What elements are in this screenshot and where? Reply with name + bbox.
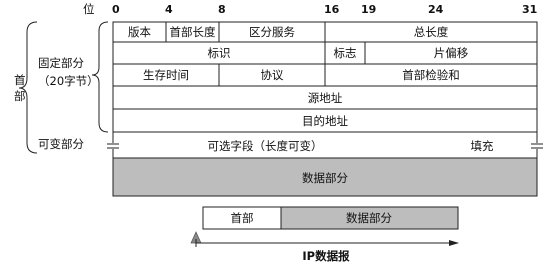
field-identification-label: 标识 (208, 46, 231, 60)
field-destination-address-label: 目的地址 (302, 114, 348, 128)
header-brace (18, 21, 38, 154)
field-flags-label: 标志 (334, 46, 357, 60)
field-options-label: 可选字段（长度可变） (208, 139, 323, 153)
field-protocol-label: 协议 (261, 68, 284, 82)
data-part (112, 157, 538, 197)
datagram-data-box (280, 206, 459, 230)
fixed-part-label: 固定部分 (38, 56, 84, 70)
field-differentiated-services-label: 区分服务 (249, 25, 295, 39)
field-ttl-label: 生存时间 (143, 68, 189, 82)
bit-tick-24: 24 (428, 3, 444, 16)
bit-tick-0: 0 (112, 3, 120, 16)
bit-tick-4: 4 (165, 3, 173, 16)
field-total-length-label: 总长度 (414, 25, 449, 39)
bit-tick-19: 19 (361, 3, 376, 16)
field-source-address-label: 源地址 (308, 91, 343, 105)
header-label-char-1: 首 (14, 73, 26, 87)
bit-tick-16: 16 (324, 3, 340, 16)
field-fragment-offset-label: 片偏移 (434, 46, 469, 60)
bit-scale-label: 位 (83, 2, 95, 16)
field-version-label: 版本 (128, 25, 151, 39)
header-label-char-2: 部 (14, 89, 26, 103)
datagram-header-label: 首部 (231, 211, 254, 225)
datagram-data-label: 数据部分 (346, 211, 392, 225)
data-part-label: 数据部分 (302, 171, 348, 185)
fixed-part-size: （20字节） (38, 74, 99, 88)
fixed-part-brace (91, 21, 109, 133)
bit-tick-31: 31 (522, 3, 537, 16)
datagram-name: IP数据报 (302, 249, 350, 263)
field-padding-label: 填充 (471, 139, 494, 153)
field-header-checksum-label: 首部检验和 (402, 68, 460, 82)
datagram-arrowhead-icon (449, 240, 459, 246)
variable-part-label: 可变部分 (38, 137, 84, 151)
field-header-length-label: 首部长度 (170, 25, 216, 39)
bit-tick-8: 8 (218, 3, 226, 16)
